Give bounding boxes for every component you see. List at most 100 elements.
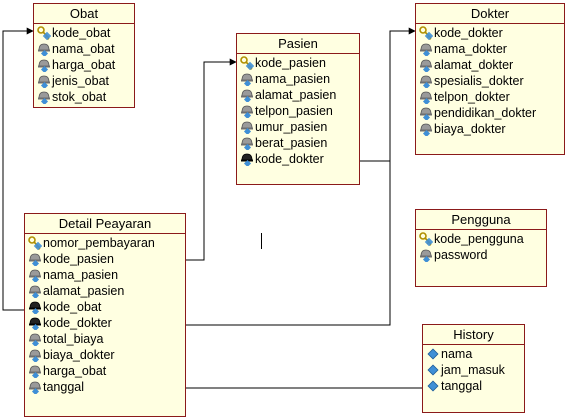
field-row[interactable]: alamat_dokter: [419, 57, 564, 73]
primary-key-icon: [419, 26, 433, 40]
field-icon: [28, 284, 42, 298]
field-row[interactable]: kode_dokter: [240, 151, 359, 167]
field-row[interactable]: total_biaya: [28, 331, 185, 347]
field-row[interactable]: jenis_obat: [37, 73, 134, 89]
field-row[interactable]: telpon_dokter: [419, 89, 564, 105]
field-row[interactable]: kode_dokter: [419, 25, 564, 41]
field-row[interactable]: kode_obat: [28, 299, 185, 315]
field-icon: [240, 120, 254, 134]
field-name: kode_obat: [43, 300, 102, 314]
field-row[interactable]: berat_pasien: [240, 135, 359, 151]
field-row[interactable]: pendidikan_dokter: [419, 105, 564, 121]
entity-title: History: [423, 325, 524, 345]
field-name: kode_dokter: [43, 316, 112, 330]
field-row[interactable]: kode_pasien: [240, 55, 359, 71]
field-icon: [240, 88, 254, 102]
field-row[interactable]: nomor_pembayaran: [28, 235, 185, 251]
field-row[interactable]: umur_pasien: [240, 119, 359, 135]
field-name: jam_masuk: [441, 363, 505, 377]
field-name: biaya_dokter: [434, 122, 506, 136]
field-row[interactable]: tanggal: [426, 378, 524, 394]
field-row[interactable]: alamat_pasien: [28, 283, 185, 299]
field-icon: [419, 42, 433, 56]
field-row[interactable]: jam_masuk: [426, 362, 524, 378]
field-name: biaya_dokter: [43, 348, 115, 362]
field-icon: [419, 74, 433, 88]
field-name: alamat_pasien: [255, 88, 337, 102]
field-row[interactable]: harga_obat: [28, 363, 185, 379]
text-cursor: [261, 233, 262, 249]
relation-dokter-pasien: [341, 27, 416, 165]
field-icon: [240, 72, 254, 86]
field-icon: [419, 248, 433, 262]
field-name: jenis_obat: [52, 74, 109, 88]
field-name: nama_dokter: [434, 42, 507, 56]
field-row[interactable]: alamat_pasien: [240, 87, 359, 103]
diamond-icon: [426, 363, 440, 377]
field-name: kode_obat: [52, 26, 111, 40]
field-row[interactable]: password: [419, 247, 546, 263]
relation-dokter-detail: [125, 161, 391, 329]
field-name: telpon_dokter: [434, 90, 510, 104]
field-icon: [419, 58, 433, 72]
field-name: harga_obat: [52, 58, 116, 72]
foreign-key-icon: [28, 316, 42, 330]
field-icon: [419, 90, 433, 104]
field-icon: [28, 332, 42, 346]
foreign-key-icon: [28, 300, 42, 314]
field-name: nama_pasien: [43, 268, 119, 282]
field-icon: [28, 348, 42, 362]
primary-key-icon: [240, 56, 254, 70]
field-icon: [37, 74, 51, 88]
diamond-icon: [426, 347, 440, 361]
field-icon: [28, 364, 42, 378]
field-name: password: [434, 248, 488, 262]
field-row[interactable]: kode_dokter: [28, 315, 185, 331]
field-name: tanggal: [441, 379, 483, 393]
field-row[interactable]: kode_pasien: [28, 251, 185, 267]
foreign-key-icon: [240, 152, 254, 166]
field-row[interactable]: tanggal: [28, 379, 185, 395]
field-icon: [37, 58, 51, 72]
field-name: spesialis_dokter: [434, 74, 524, 88]
entity-title: Obat: [34, 4, 134, 24]
field-icon: [28, 252, 42, 266]
field-row[interactable]: nama_obat: [37, 41, 134, 57]
field-row[interactable]: telpon_pasien: [240, 103, 359, 119]
field-row[interactable]: kode_obat: [37, 25, 134, 41]
field-row[interactable]: nama: [426, 346, 524, 362]
field-row[interactable]: stok_obat: [37, 89, 134, 105]
field-name: berat_pasien: [255, 136, 328, 150]
field-row[interactable]: kode_pengguna: [419, 231, 546, 247]
field-row[interactable]: nama_pasien: [28, 267, 185, 283]
field-name: total_biaya: [43, 332, 104, 346]
field-name: alamat_dokter: [434, 58, 514, 72]
field-row[interactable]: biaya_dokter: [419, 121, 564, 137]
field-name: tanggal: [43, 380, 85, 394]
field-name: harga_obat: [43, 364, 107, 378]
field-row[interactable]: nama_pasien: [240, 71, 359, 87]
field-row[interactable]: nama_dokter: [419, 41, 564, 57]
field-row[interactable]: biaya_dokter: [28, 347, 185, 363]
field-icon: [28, 380, 42, 394]
entity-title: Pengguna: [416, 210, 546, 230]
field-row[interactable]: harga_obat: [37, 57, 134, 73]
field-name: telpon_pasien: [255, 104, 333, 118]
field-icon: [240, 104, 254, 118]
field-row[interactable]: spesialis_dokter: [419, 73, 564, 89]
field-name: pendidikan_dokter: [434, 106, 537, 120]
primary-key-icon: [37, 26, 51, 40]
field-icon: [28, 268, 42, 282]
primary-key-icon: [28, 236, 42, 250]
